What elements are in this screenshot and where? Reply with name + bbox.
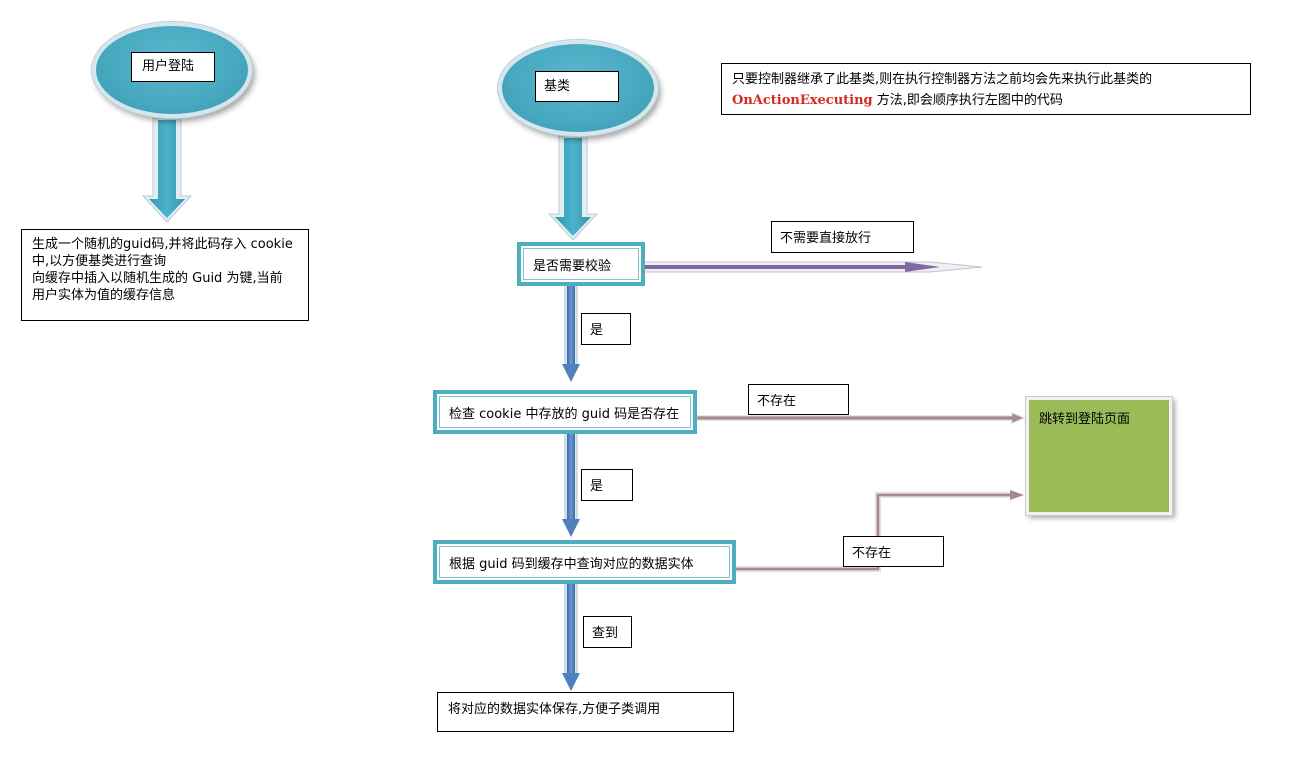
- arrow-found: [562, 583, 580, 691]
- note-line-1: 只要控制器继承了此基类,则在执行控制器方法之前均会先来执行此基类的: [732, 72, 1153, 87]
- login-steps-line-4: 用户实体为值的缓存信息: [32, 287, 176, 303]
- start-base-label: 基类: [535, 71, 619, 102]
- arrow-not-exist-2: [736, 490, 1024, 572]
- base-class-note: 只要控制器继承了此基类,则在执行控制器方法之前均会先来执行此基类的 OnActi…: [721, 63, 1251, 115]
- login-steps-line-1: 生成一个随机的guid码,并将此码存入 cookie: [32, 237, 293, 252]
- arrow-yes-2: [562, 431, 580, 537]
- arrow-skip: [641, 261, 983, 273]
- step-check-need: 是否需要校验: [517, 242, 645, 286]
- redirect-login-box: 跳转到登陆页面: [1026, 397, 1172, 515]
- tag-no-need: 不需要直接放行: [771, 221, 914, 253]
- tag-not-exist-2: 不存在: [843, 536, 944, 567]
- note-line-2: OnActionExecuting 方法,即会顺序执行左图中的代码: [732, 91, 1240, 112]
- step-save-entity: 将对应的数据实体保存,方便子类调用: [437, 692, 734, 732]
- login-steps-line-2: 中,以方便基类进行查询: [32, 253, 167, 269]
- tag-yes-1: 是: [581, 313, 631, 345]
- down-arrow-base: [547, 135, 599, 241]
- step-check-cookie: 检查 cookie 中存放的 guid 码是否存在: [433, 390, 697, 434]
- note-method-name: OnActionExecuting: [732, 92, 873, 108]
- note-line-2-rest: 方法,即会顺序执行左图中的代码: [872, 92, 1063, 108]
- down-arrow-login: [141, 117, 193, 223]
- login-steps-line-3: 向缓存中插入以随机生成的 Guid 为键,当前: [32, 270, 283, 286]
- start-login-label: 用户登陆: [131, 52, 215, 82]
- arrow-yes-1: [562, 284, 580, 382]
- tag-yes-2: 是: [581, 469, 633, 501]
- tag-not-exist-1: 不存在: [748, 384, 849, 415]
- login-steps-box: 生成一个随机的guid码,并将此码存入 cookie 中,以方便基类进行查询 向…: [21, 229, 309, 321]
- step-query-cache: 根据 guid 码到缓存中查询对应的数据实体: [433, 540, 736, 584]
- arrow-not-exist-1: [696, 412, 1026, 424]
- tag-found: 查到: [583, 616, 632, 648]
